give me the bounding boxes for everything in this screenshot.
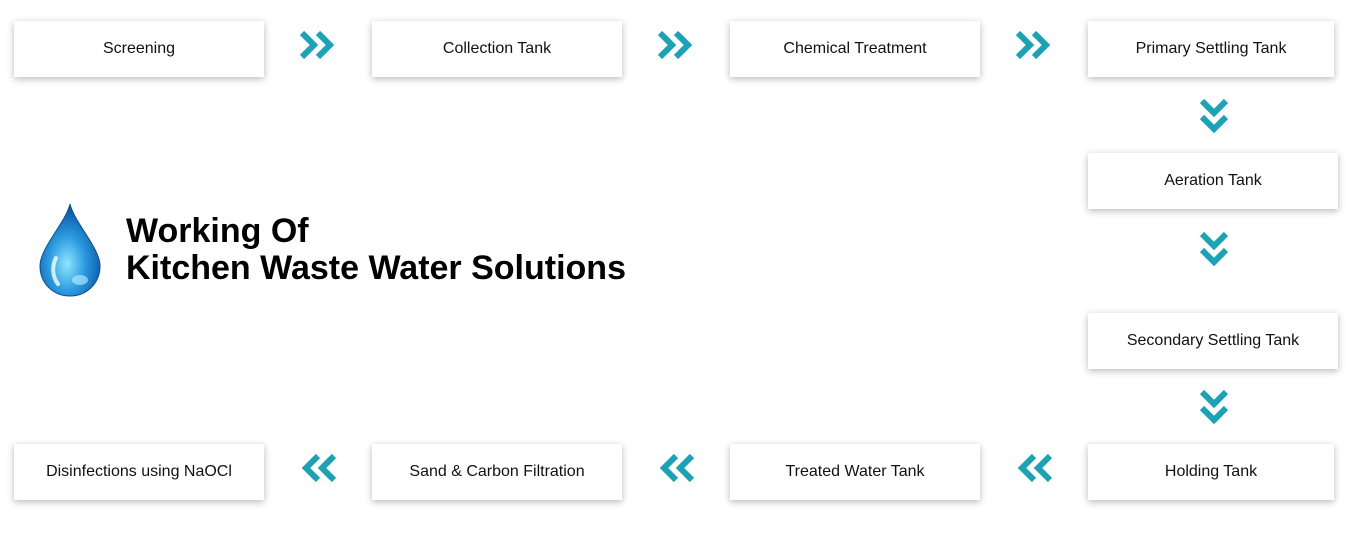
step-primary-settling-tank: Primary Settling Tank	[1088, 21, 1334, 77]
double-chevron-down-icon	[1194, 97, 1234, 137]
double-chevron-right-icon	[298, 25, 338, 65]
double-chevron-left-icon	[298, 448, 338, 488]
step-sand-carbon-filtration: Sand & Carbon Filtration	[372, 444, 622, 500]
step-collection-tank: Collection Tank	[372, 21, 622, 77]
step-disinfection: Disinfections using NaOCl	[14, 444, 264, 500]
step-treated-water-tank: Treated Water Tank	[730, 444, 980, 500]
double-chevron-left-icon	[656, 448, 696, 488]
title-block: Working Of Kitchen Waste Water Solutions	[36, 200, 626, 300]
page-title: Working Of Kitchen Waste Water Solutions	[126, 213, 626, 287]
water-drop-icon	[36, 200, 104, 300]
step-chemical-treatment: Chemical Treatment	[730, 21, 980, 77]
step-holding-tank: Holding Tank	[1088, 444, 1334, 500]
step-screening: Screening	[14, 21, 264, 77]
double-chevron-right-icon	[656, 25, 696, 65]
title-line-2: Kitchen Waste Water Solutions	[126, 249, 626, 287]
double-chevron-down-icon	[1194, 388, 1234, 428]
double-chevron-right-icon	[1014, 25, 1054, 65]
double-chevron-left-icon	[1014, 448, 1054, 488]
double-chevron-down-icon	[1194, 230, 1234, 270]
step-aeration-tank: Aeration Tank	[1088, 153, 1338, 209]
step-secondary-settling-tank: Secondary Settling Tank	[1088, 313, 1338, 369]
title-line-1: Working Of	[126, 212, 309, 250]
